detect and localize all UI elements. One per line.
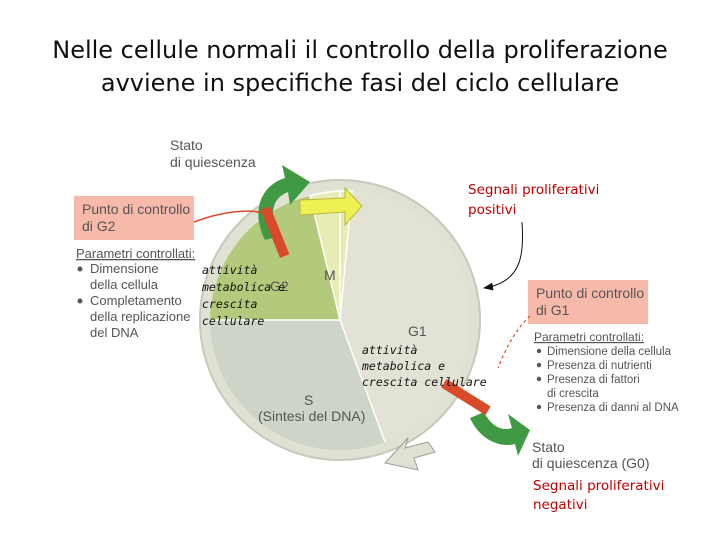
g2-params-heading: Parametri controllati: [76,246,195,261]
phase-s-label: S [304,392,313,408]
phase-m-label: M [324,267,336,283]
g1-param-growth-factors: Presenza di fattori di crescita [547,374,643,400]
bottom-quiescence-label: Stato di quiescenza (G0) [532,439,650,471]
phase-g2-label: G2 [270,278,289,294]
g2-checkpoint-bar [260,206,290,258]
m-band [309,190,353,321]
g1-param-size: Dimensione della cellula [547,346,672,358]
g1-param-dna-damage: Presenza di danni al DNA [547,402,679,414]
positive-signals-label: Segnali proliferativi positivi [468,182,604,218]
g2-checkpoint-title: Punto di controllo di G2 [82,201,194,234]
g1-checkpoint-bar [441,378,491,416]
phase-g1-label: G1 [408,323,427,339]
ring-arrow-bottom [384,437,436,471]
g1-checkpoint-title: Punto di controllo di G1 [536,285,648,318]
g1-quiescence-arrow [470,412,530,456]
ring-arrow-top [299,186,363,227]
g1-activity-note: attività metabolica e crescita cellulare [361,343,487,389]
title-line-1: Nelle cellule normali il controllo della… [52,36,668,64]
g1-params-heading: Parametri controllati: [534,330,644,344]
g2-param-replication: Completamento della replicazione del DNA [90,293,194,340]
g2-param-size: Dimensione della cellula [90,261,162,292]
positive-signal-arrow [483,221,523,291]
g1-param-nutrients: Presenza di nutrienti [547,360,652,372]
g2-activity-note: attività metabolica e crescita cellulare [201,263,292,328]
s-region [209,320,385,451]
g2-region [210,196,340,320]
title-line-2: avviene in specifiche fasi del ciclo cel… [100,69,620,97]
g2-checkpoint-box [74,196,194,240]
top-quiescence-label: Stato di quiescenza [170,137,256,170]
phase-s-description: (Sintesi del DNA) [258,408,365,424]
g1-checkpoint-box [528,280,648,324]
negative-signals-label: Segnali proliferativi negativi [533,478,669,513]
slide-title: Nelle cellule normali il controllo della… [0,34,720,100]
